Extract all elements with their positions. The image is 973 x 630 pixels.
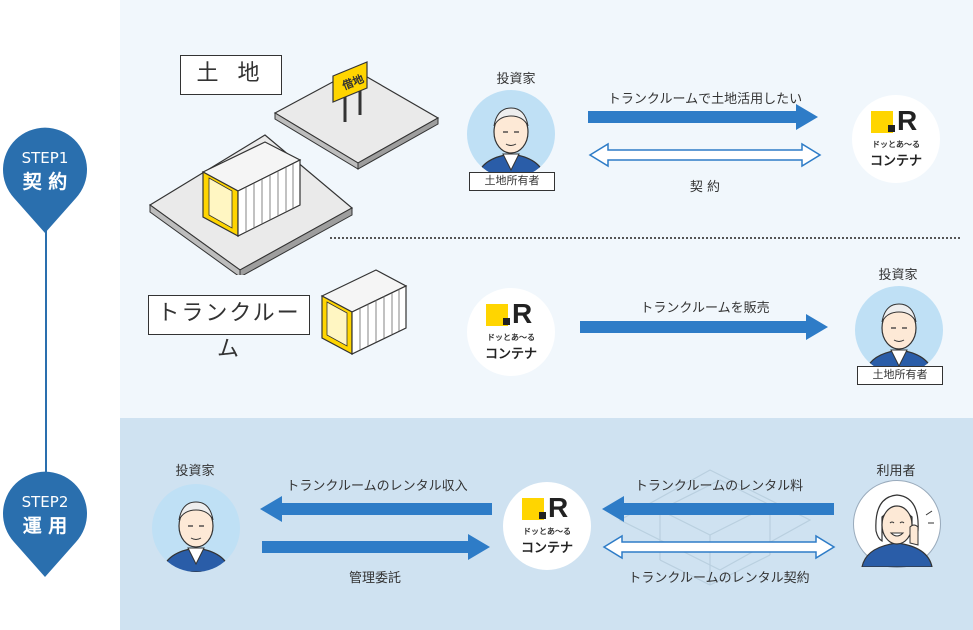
step2-investor-title: 投資家 [175,464,215,479]
section-divider [330,237,960,239]
timeline-line [45,230,47,488]
arrow-fee-label: トランクルームのレンタル料 [634,479,804,494]
arrow-fee [602,496,834,522]
logo-tagline: ドッとあ〜る [487,333,535,342]
owner-tag-2: 土地所有者 [857,366,943,385]
arrow-income-label: トランクルームのレンタル収入 [286,479,468,494]
arrow-land-use-label: トランクルームで土地活用したい [607,92,803,107]
signboard-icon [332,61,368,122]
contract-label: 契 約 [689,180,721,195]
land-illustration [148,61,440,275]
arrow-management [262,534,490,560]
logo-brand: コンテナ [484,347,537,362]
step1-label: 契 約 [22,171,68,193]
user-title: 利用者 [876,464,916,479]
owner-tag: 土地所有者 [469,172,555,191]
logo-mark: R [548,492,569,523]
logo-tagline: ドッとあ〜る [523,527,571,536]
user-icon [853,480,941,568]
logo-dotto-are-container-2: R ドッとあ〜る コンテナ [467,288,555,376]
investor-icon [467,90,555,178]
step1-name: STEP1 [21,149,69,167]
container-small-icon [320,269,408,355]
arrow-income [260,496,492,522]
land-label: 土 地 [180,55,282,95]
arrow-sell [580,314,828,340]
logo-mark: R [512,298,533,329]
logo-dotto-are-container: R ドッとあ〜る コンテナ [852,95,940,183]
investor-title: 投資家 [496,72,536,87]
arrow-rental-contract [602,534,836,560]
investor-icon [152,484,240,572]
step2-name: STEP2 [21,493,69,511]
arrow-land-use [588,104,818,130]
logo-dotto-are-container-3: R ドッとあ〜る コンテナ [503,482,591,570]
logo-brand: コンテナ [520,541,573,556]
arrow-rental-contract-label: トランクルームのレンタル契約 [628,571,810,586]
trunk-room-label: トランクルーム [148,295,310,362]
logo-mark: R [897,105,918,136]
arrow-management-label: 管理委託 [348,571,401,586]
arrow-sell-label: トランクルームを販売 [640,301,770,316]
logo-tagline: ドッとあ〜る [872,140,920,149]
investor2-title: 投資家 [878,268,918,283]
arrow-contract [588,142,822,168]
container-icon [201,141,302,238]
investor-icon [855,286,943,374]
step2-marker: STEP2 運 用 [0,464,90,582]
step2-label: 運 用 [22,515,68,537]
step1-marker: STEP1 契 約 [0,120,90,238]
logo-brand: コンテナ [869,154,922,169]
